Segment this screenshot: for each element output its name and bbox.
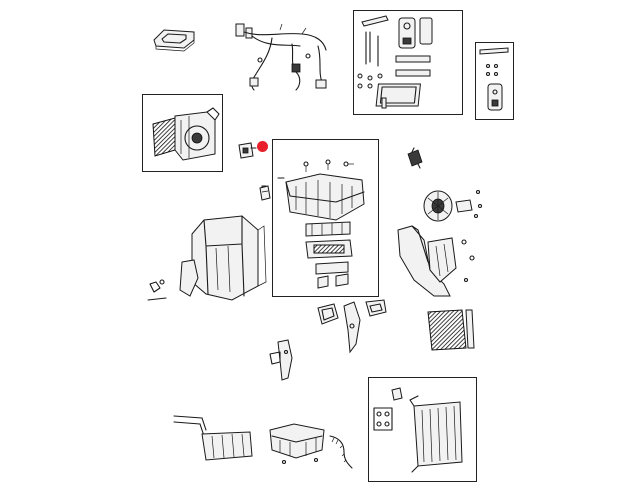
hvac-housing-frame: [272, 139, 379, 297]
wiring-harness-icon[interactable]: [232, 20, 332, 95]
callout-marker[interactable]: [257, 141, 268, 152]
gasket-icon[interactable]: [150, 26, 198, 52]
lower-housing-icon[interactable]: [146, 185, 268, 310]
actuator-kit-frame: [353, 10, 463, 115]
screw-kit-icon[interactable]: [476, 44, 512, 118]
hose-icon[interactable]: [326, 432, 356, 472]
heater-core-icon[interactable]: [172, 410, 254, 464]
cabin-filter-icon[interactable]: [424, 306, 476, 354]
scroll-housing-icon[interactable]: [392, 222, 482, 300]
blower-motor-icon[interactable]: [418, 186, 488, 226]
drain-tray-icon[interactable]: [266, 420, 330, 466]
duct-icon[interactable]: [314, 296, 390, 356]
hvac-housing-icon[interactable]: [276, 150, 376, 292]
blower-housing-icon[interactable]: [145, 98, 220, 168]
blower-inset-frame: [142, 94, 223, 172]
evaporator-icon[interactable]: [370, 382, 474, 478]
side-duct-icon[interactable]: [266, 338, 298, 382]
module-icon[interactable]: [404, 147, 426, 170]
screw-kit-frame: [475, 42, 514, 120]
actuator-kit-icon[interactable]: [356, 12, 460, 112]
actuator-icon[interactable]: [236, 140, 258, 162]
bracket-icon[interactable]: [258, 184, 274, 202]
